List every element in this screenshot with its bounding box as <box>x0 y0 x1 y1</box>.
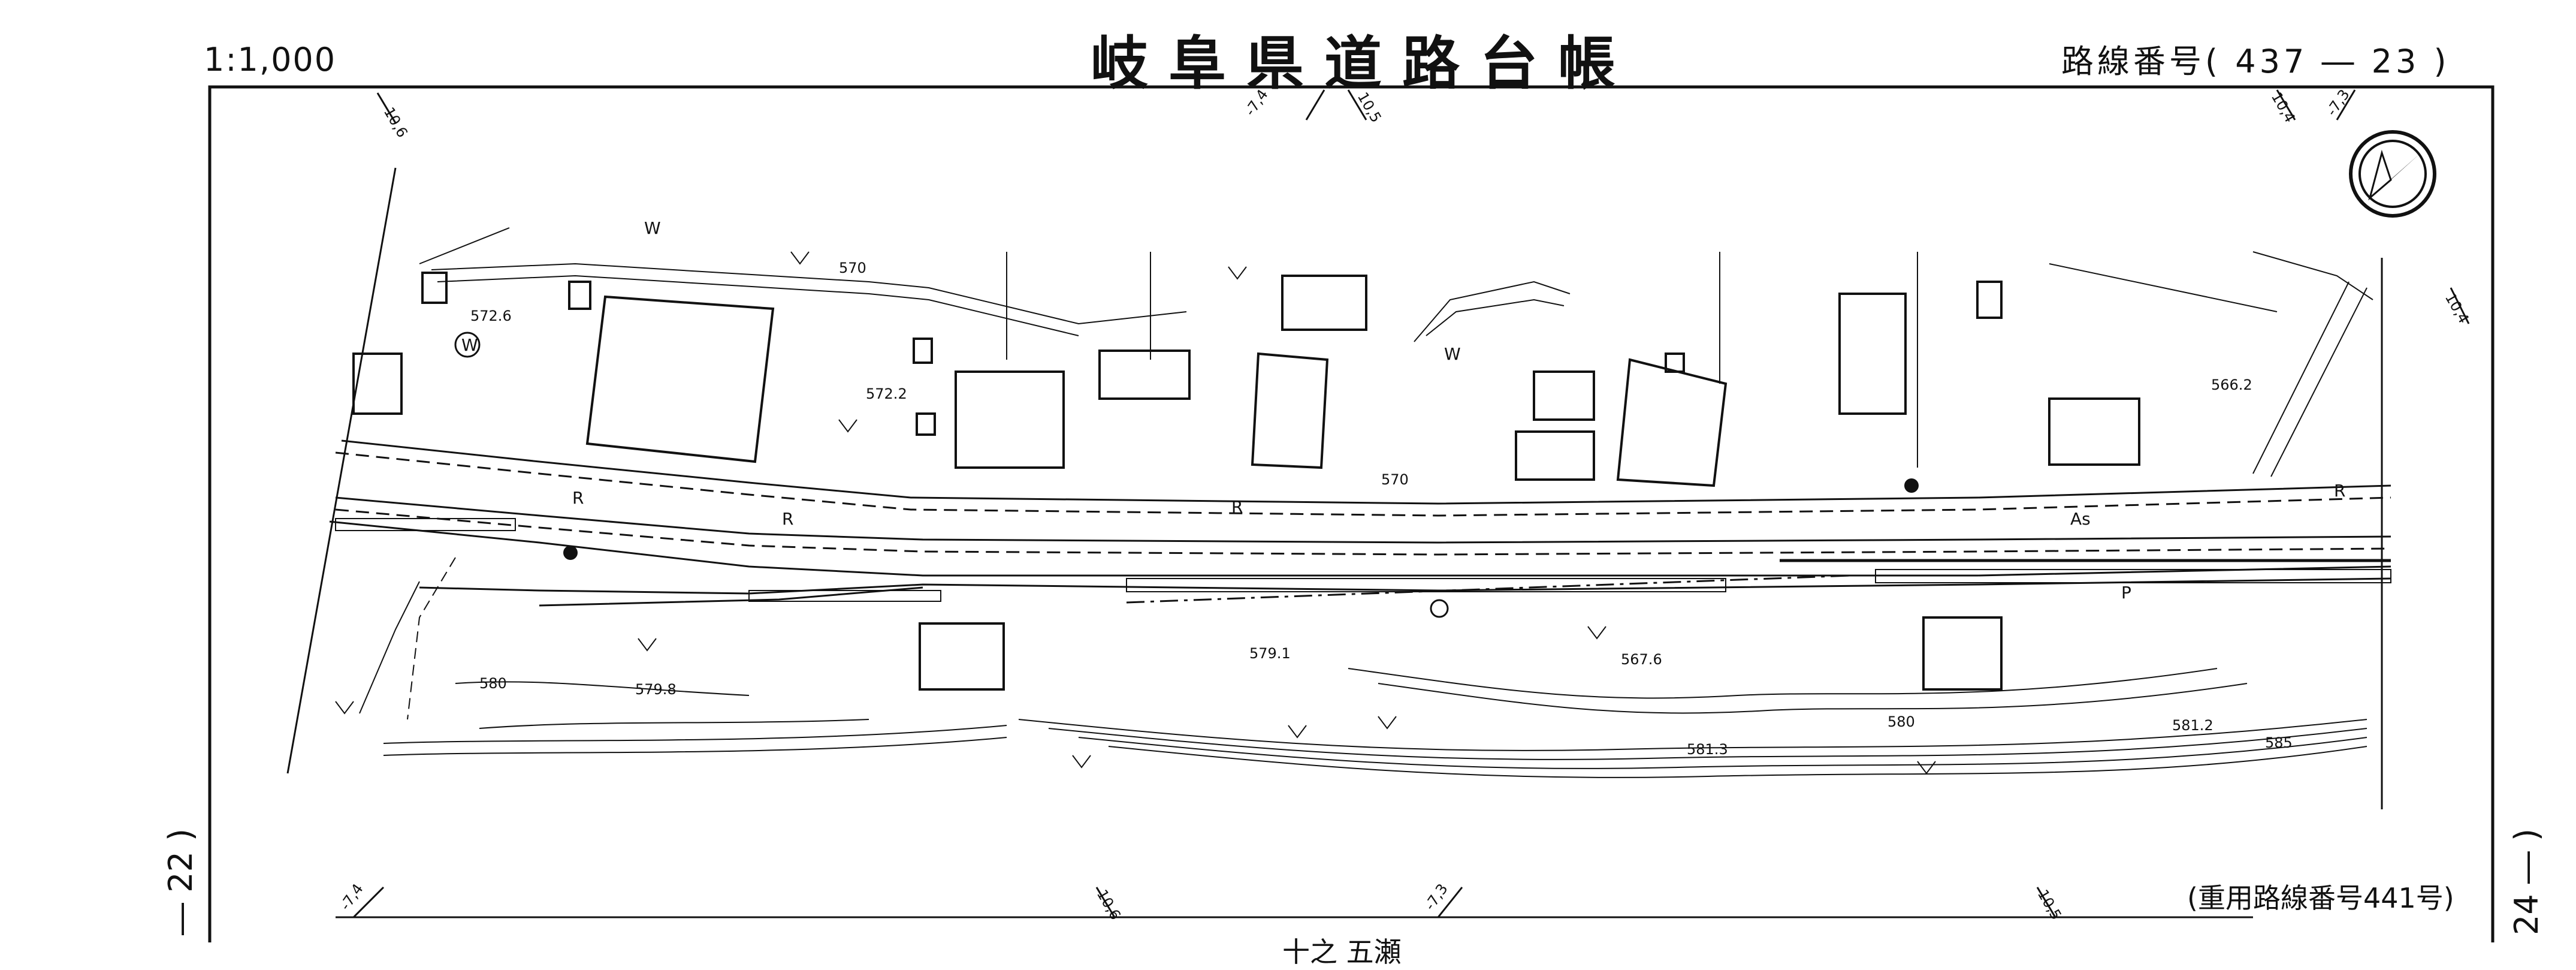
map-symbols <box>454 332 1919 618</box>
district-name-partial: 十之 五瀬 <box>1282 936 1402 968</box>
parcel-lines <box>359 227 2373 720</box>
overlap-route-note: (重用路線番号441号) <box>2187 882 2454 914</box>
elevation-label: 572.6 <box>470 308 512 324</box>
elevation-label: 579.8 <box>635 681 677 698</box>
road-symbols: R R R R As P W W W <box>461 218 2345 603</box>
north-arrow-icon <box>2349 130 2436 218</box>
grid-label: -7,3 <box>2323 86 2353 119</box>
plan-boundary-left <box>286 167 397 774</box>
elevation-label: 567.6 <box>1621 651 1662 668</box>
elevation-label: 580 <box>479 675 507 692</box>
elevation-label: 585 <box>2265 734 2293 751</box>
road-symbol: P <box>2121 583 2131 603</box>
road-symbol: R <box>2334 481 2345 501</box>
road-symbol: W <box>1444 344 1461 364</box>
map-scale: 1:1,000 <box>204 41 337 79</box>
elevation-label: 581.2 <box>2172 717 2213 734</box>
elevation-label: 581.3 <box>1687 741 1728 758</box>
grid-label: -7,4 <box>1242 86 1272 119</box>
road-symbol: R <box>572 488 584 508</box>
road-symbol: W <box>461 335 478 355</box>
road-symbol: R <box>782 509 793 529</box>
road-edges <box>329 439 2391 607</box>
vegetation-marks <box>335 251 1936 775</box>
grid-label: 10,4 <box>2268 89 2299 125</box>
grid-label: 10,6 <box>380 104 411 140</box>
elevation-label: 566.2 <box>2211 376 2252 393</box>
elevation-label: 570 <box>1381 471 1409 488</box>
road-ledger-map: 10,6 -7,4 10,5 10,4 -7,3 10,4 -7,4 10,6 … <box>208 85 2495 942</box>
elevation-label: 580 <box>1888 713 1915 730</box>
adjacent-sheet-left: ― 22 ) <box>162 828 200 935</box>
elevation-label: 572.2 <box>866 385 907 402</box>
adjacent-sheet-right: 24 ― ) <box>2508 828 2545 935</box>
elevation-label: 579.1 <box>1249 645 1291 662</box>
buildings <box>352 272 2140 691</box>
grid-ticks <box>352 89 2470 918</box>
grid-label: -7,3 <box>1421 881 1451 913</box>
route-number: 路線番号( 437 ― 23 ) <box>2061 43 2450 80</box>
elevation-label: 570 <box>839 260 866 276</box>
guard-rail-hatching <box>335 518 2391 602</box>
road-symbol: W <box>644 218 661 238</box>
contour-lines <box>383 668 2367 778</box>
road-symbol: R <box>1231 497 1243 517</box>
map-frame <box>208 85 2495 942</box>
elevation-labels: 572.6 572.2 570 570 566.2 579.8 580 579.… <box>470 260 2293 758</box>
road-symbol: As <box>2070 509 2091 529</box>
